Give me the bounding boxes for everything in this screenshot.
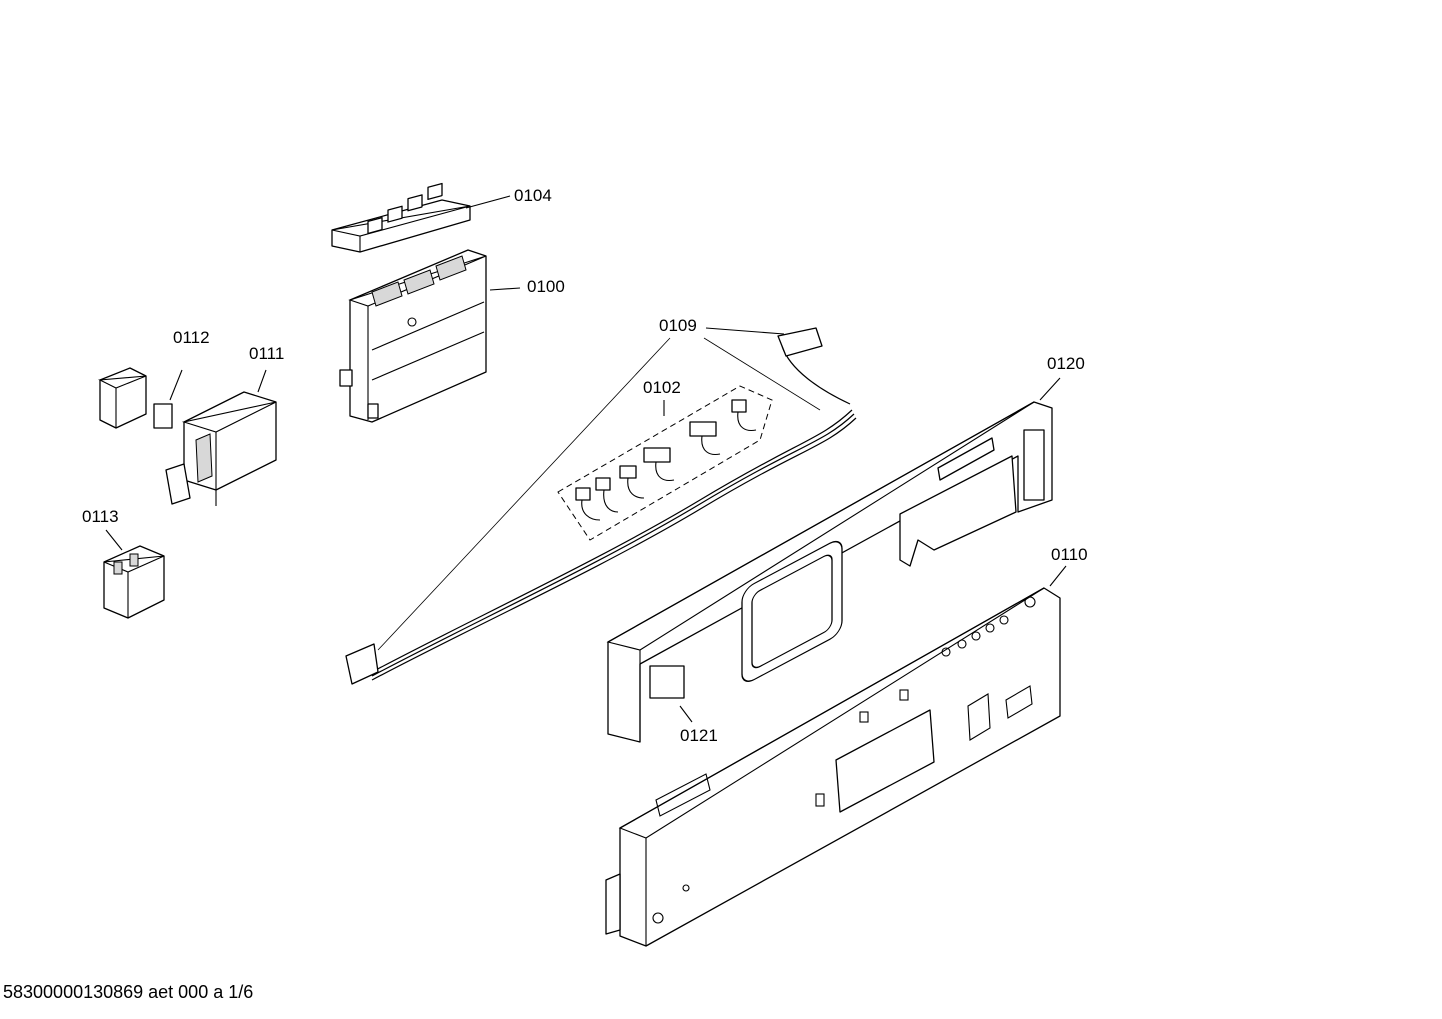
part-0113-relay: [103, 529, 165, 619]
drawing-code-footer: 58300000130869 aet 000 a 1/6: [3, 982, 254, 1002]
part-label-0112: 0112: [173, 328, 210, 347]
part-0112-cover: [98, 367, 183, 429]
part-0104-key-strip: [331, 182, 511, 253]
part-label-0121: 0121: [680, 726, 718, 745]
part-0120-front-panel: [606, 377, 1061, 743]
part-0110-panel-housing: [605, 565, 1067, 947]
part-0100-control-module: [339, 249, 521, 423]
part-label-0111: 0111: [249, 344, 285, 363]
part-label-0109: 0109: [659, 316, 697, 335]
part-0102-connector-set: [557, 385, 773, 541]
part-label-0104: 0104: [514, 186, 552, 205]
part-label-0102: 0102: [643, 378, 681, 397]
part-label-0120: 0120: [1047, 354, 1085, 373]
part-label-0113: 0113: [82, 507, 119, 526]
part-0109-wiring-harness: [345, 327, 857, 685]
part-0111-bracket: [165, 369, 277, 506]
part-label-0100: 0100: [527, 277, 565, 296]
part-label-0110: 0110: [1051, 545, 1088, 564]
